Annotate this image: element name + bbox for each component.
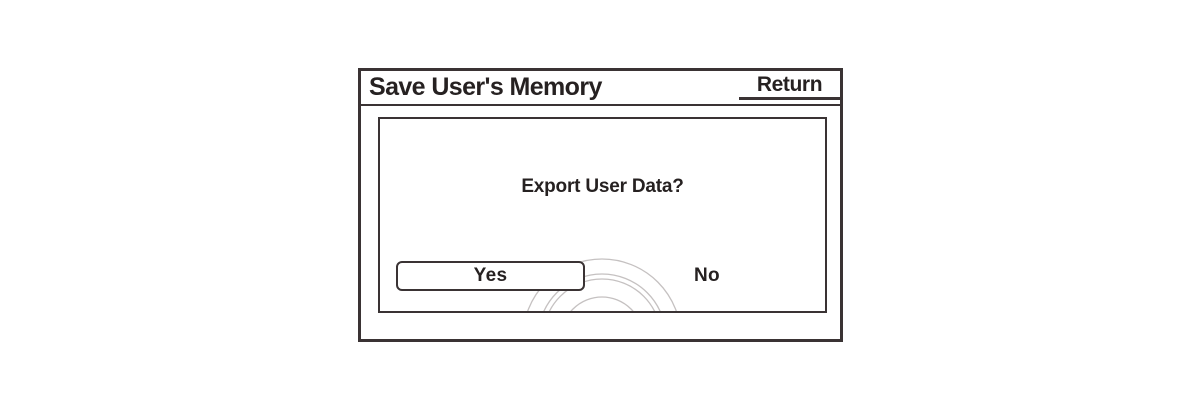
dialog-title: Save User's Memory [369,73,602,101]
no-button[interactable]: No [694,265,720,286]
save-users-memory-dialog: Save User's Memory Return Export User Da… [358,68,843,342]
return-button[interactable]: Return [739,71,840,100]
prompt-text: Export User Data? [521,176,684,197]
yes-button[interactable]: Yes [396,261,585,291]
confirmation-panel: Export User Data? Yes No [378,117,827,313]
dialog-header: Save User's Memory Return [361,71,840,106]
